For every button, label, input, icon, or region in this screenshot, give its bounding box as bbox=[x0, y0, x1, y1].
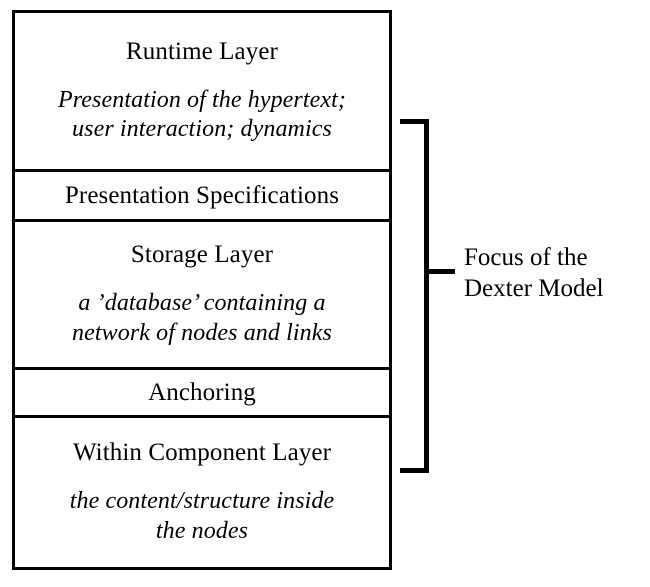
layer-presentation-specifications-title: Presentation Specifications bbox=[64, 181, 340, 209]
layer-runtime-description: Presentation of the hypertext; user inte… bbox=[44, 86, 360, 145]
layer-storage-description-line1: a ’database’ containing a bbox=[78, 290, 326, 317]
focus-brace-spine bbox=[424, 119, 429, 473]
layer-runtime-description-line1: Presentation of the hypertext; bbox=[57, 86, 347, 113]
layer-storage-title: Storage Layer bbox=[130, 241, 274, 269]
layer-within-component-title: Within Component Layer bbox=[72, 439, 332, 467]
layer-storage-description: a ’database’ containing a network of nod… bbox=[58, 289, 346, 348]
focus-brace bbox=[400, 119, 455, 473]
focus-annotation-line2: Dexter Model bbox=[464, 274, 604, 302]
layer-presentation-specifications: Presentation Specifications bbox=[15, 172, 389, 222]
layer-stack-box: Runtime Layer Presentation of the hypert… bbox=[12, 10, 392, 570]
layer-runtime: Runtime Layer Presentation of the hypert… bbox=[15, 13, 389, 172]
layer-within-component-description-line2: the nodes bbox=[155, 517, 249, 544]
layer-storage: Storage Layer a ’database’ containing a … bbox=[15, 222, 389, 370]
layer-within-component-description-line1: the content/structure inside bbox=[69, 488, 335, 515]
layer-runtime-title: Runtime Layer bbox=[126, 37, 278, 65]
focus-annotation-line1: Focus of the bbox=[464, 244, 588, 271]
focus-brace-pointer bbox=[424, 269, 455, 274]
layer-storage-description-line2: network of nodes and links bbox=[72, 319, 332, 346]
layer-within-component-description: the content/structure inside the nodes bbox=[56, 487, 349, 546]
layer-runtime-description-line2: user interaction; dynamics bbox=[72, 116, 332, 142]
focus-brace-top-arm bbox=[400, 119, 429, 124]
layer-anchoring-title: Anchoring bbox=[148, 378, 256, 406]
focus-annotation: Focus of the Dexter Model bbox=[464, 243, 648, 304]
layer-anchoring: Anchoring bbox=[15, 370, 389, 418]
focus-brace-bottom-arm bbox=[400, 468, 429, 473]
layer-within-component: Within Component Layer the content/struc… bbox=[15, 418, 389, 567]
